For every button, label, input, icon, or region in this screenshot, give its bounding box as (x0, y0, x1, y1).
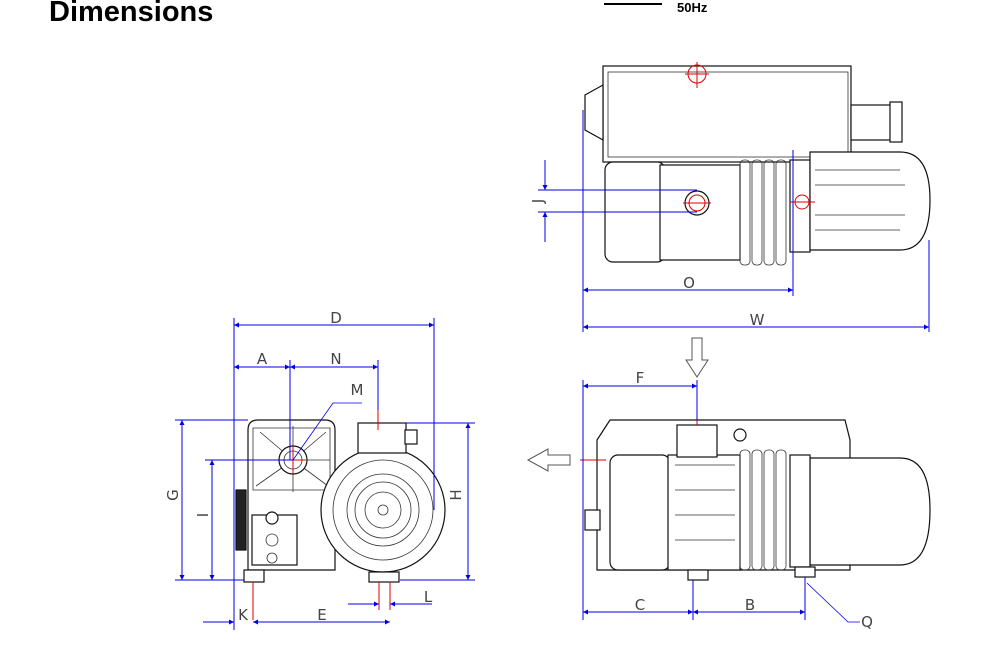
frequency-label: 50Hz (677, 0, 708, 15)
dim-label-h: H (447, 489, 465, 500)
header-rule (604, 3, 662, 5)
left-arrow-icon (526, 448, 571, 472)
dim-label-e: E (317, 606, 326, 624)
dim-label-c: C (635, 596, 645, 614)
dim-label-g: G (164, 489, 182, 501)
dim-label-f: F (636, 369, 645, 387)
dim-label-n: N (330, 350, 341, 368)
dim-label-b: B (745, 596, 755, 614)
dim-label-k: K (238, 606, 249, 624)
dim-label-o: O (683, 274, 695, 292)
side-view: F C B Q (580, 369, 931, 631)
dim-label-a: A (257, 350, 268, 368)
top-view: O W J (529, 62, 931, 332)
dim-label-i: I (194, 513, 212, 517)
dim-label-j: J (529, 199, 547, 204)
dim-label-q: Q (861, 613, 873, 631)
front-view: D A N M G I H K E L (164, 309, 475, 630)
dim-label-d: D (330, 309, 342, 327)
dim-label-m: M (351, 381, 364, 399)
dim-label-w: W (750, 311, 765, 329)
dim-label-l: L (424, 588, 433, 606)
down-arrow-icon (685, 337, 709, 378)
page-title: Dimensions (49, 0, 214, 28)
